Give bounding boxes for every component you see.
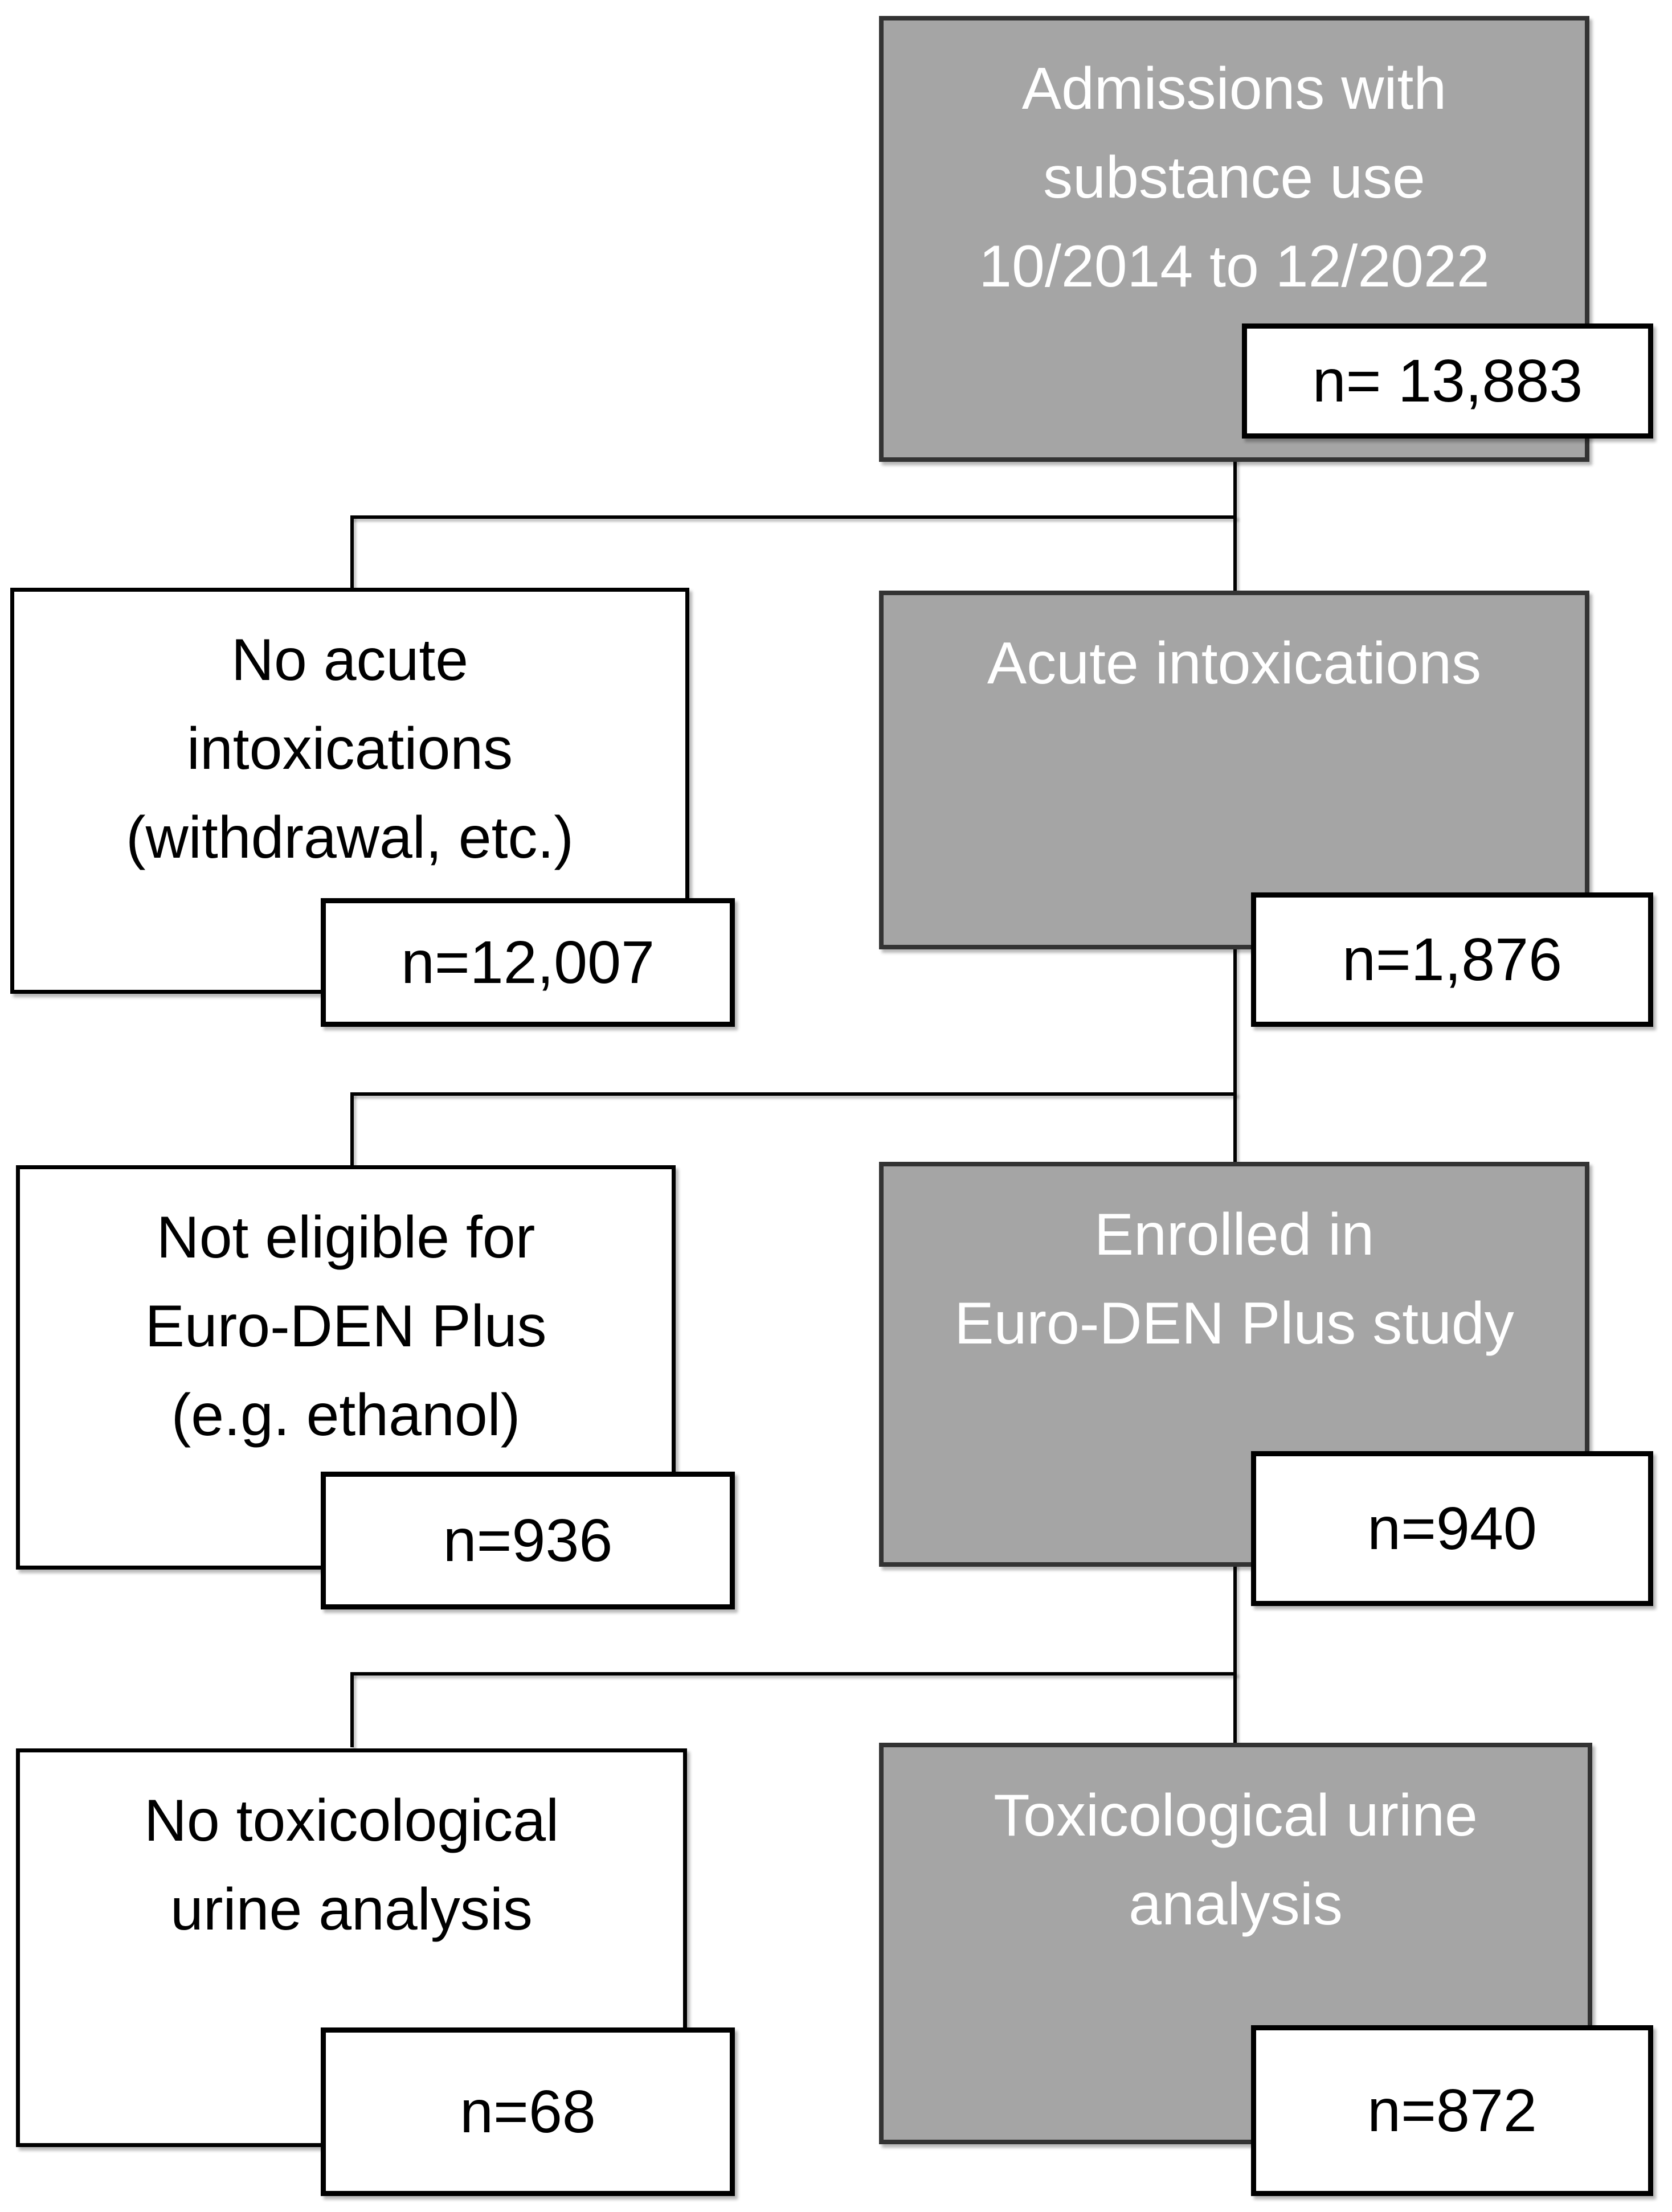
node-acute-line1: Acute intoxications [987,630,1482,697]
connector-branch-row4 [350,1672,1237,1676]
count-admissions: n= 13,883 [1242,323,1653,439]
count-admissions-label: n= 13,883 [1312,347,1583,415]
node-not-eligible-line1: Not eligible for [156,1205,535,1271]
count-not-eligible-label: n=936 [443,1506,613,1574]
count-acute-label: n=1,876 [1342,925,1563,993]
node-admissions-line2: substance use [1043,145,1425,211]
node-no-acute-line2: intoxications [186,716,513,782]
node-admissions-line3: 10/2014 to 12/2022 [979,234,1490,300]
node-tox-line1: Toxicological urine [994,1783,1478,1849]
connector-drop-row3-left [350,1092,354,1169]
node-not-eligible-line3: (e.g. ethanol) [171,1382,521,1448]
count-enrolled: n=940 [1251,1451,1653,1606]
count-not-eligible: n=936 [321,1472,735,1609]
node-no-tox-line2: urine analysis [170,1877,533,1943]
count-tox-label: n=872 [1367,2076,1537,2144]
node-admissions-line1: Admissions with [1021,56,1447,122]
node-no-tox-line1: No toxicological [144,1788,559,1854]
node-not-eligible-line2: Euro-DEN Plus [145,1293,547,1359]
count-no-tox-label: n=68 [460,2078,596,2145]
connector-drop-row4-left [350,1672,354,1747]
node-acute-intoxications: Acute intoxications [879,591,1589,949]
count-no-acute-intoxications: n=12,007 [321,898,735,1027]
count-enrolled-label: n=940 [1367,1494,1537,1562]
connector-drop-row2-left [350,515,354,591]
node-no-acute-line1: No acute [231,627,469,693]
count-no-acute-label: n=12,007 [400,928,655,996]
node-no-acute-line3: (withdrawal, etc.) [126,805,574,871]
connector-branch-row2 [350,515,1237,519]
node-tox-line2: analysis [1129,1871,1343,1937]
count-no-tox-urine-analysis: n=68 [321,2027,735,2196]
node-enrolled-line2: Euro-DEN Plus study [954,1291,1514,1357]
count-tox-urine-analysis: n=872 [1251,2025,1653,2196]
count-acute-intoxications: n=1,876 [1251,892,1653,1027]
node-enrolled-line1: Enrolled in [1094,1202,1375,1268]
connector-branch-row3 [350,1092,1237,1096]
